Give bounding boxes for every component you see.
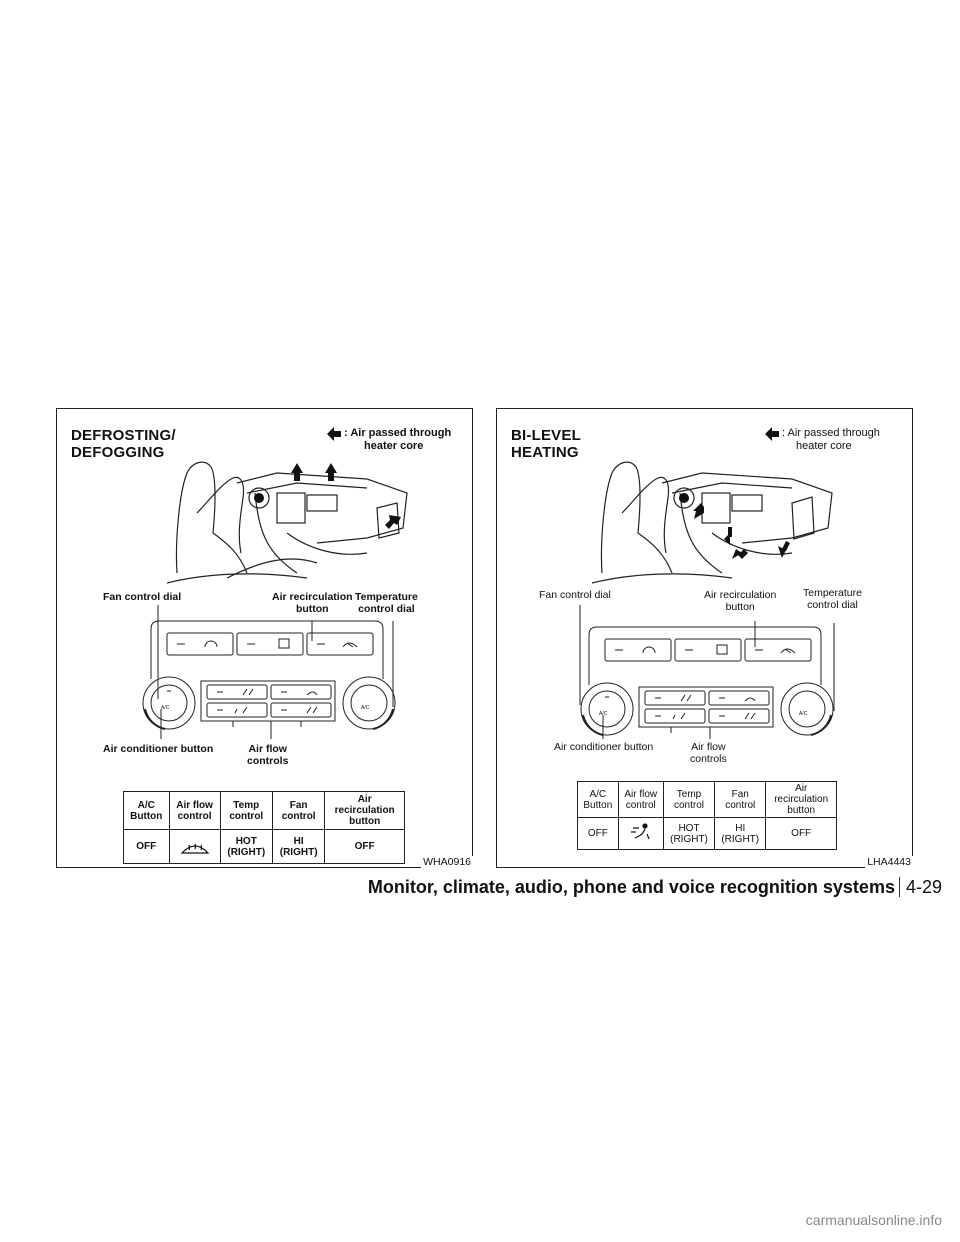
- bilevel-icon: [630, 823, 650, 840]
- cell-airflow: [168, 829, 221, 864]
- fan-control-dial-label: Fan control dial: [539, 589, 611, 601]
- air-conditioner-button-label: Air conditioner button: [554, 741, 654, 753]
- svg-text:A/C: A/C: [161, 705, 170, 711]
- figure-code: WHA0916: [421, 856, 473, 868]
- cell-airflow: [617, 817, 664, 850]
- figure-title: DEFROSTING/DEFOGGING: [71, 427, 176, 461]
- svg-text:A/C: A/C: [799, 711, 808, 717]
- legend: : Air passed through heater core: [765, 427, 880, 453]
- section-title: Monitor, climate, audio, phone and voice…: [367, 877, 895, 897]
- car-interior-illustration: [592, 461, 833, 584]
- cell-ac: OFF: [577, 817, 619, 850]
- figure-code: LHA4443: [865, 856, 913, 868]
- heated-air-arrow-icon: [765, 427, 779, 441]
- watermark: carmanualsonline.info: [805, 1212, 942, 1228]
- page-footer: Monitor, climate, audio, phone and voice…: [0, 877, 942, 898]
- cell-temp: HOT(RIGHT): [219, 829, 273, 864]
- climate-control-panel: A/C A/C: [142, 620, 396, 730]
- footer-divider: [898, 877, 900, 897]
- cell-ac: OFF: [123, 829, 170, 864]
- heated-air-arrow-icon: [327, 427, 341, 441]
- cell-fan: HI(RIGHT): [271, 829, 326, 864]
- climate-control-panel: A/C A/C: [580, 626, 834, 736]
- svg-text:A/C: A/C: [599, 711, 608, 717]
- leader-lines: [579, 605, 835, 739]
- legend: : Air passed through heater core: [327, 427, 451, 453]
- cell-recirc: OFF: [765, 817, 837, 850]
- air-conditioner-button-label: Air conditioner button: [103, 743, 214, 755]
- page-number: 4-29: [905, 877, 942, 897]
- figure-defrosting: DEFROSTING/DEFOGGING : Air passed throug…: [56, 408, 473, 868]
- car-interior-illustration: [167, 461, 408, 584]
- cell-temp: HOT(RIGHT): [662, 817, 716, 850]
- fan-control-dial-label: Fan control dial: [103, 591, 182, 603]
- svg-text:A/C: A/C: [361, 705, 370, 711]
- leader-lines: [157, 605, 394, 739]
- defrost-icon: [180, 843, 209, 854]
- cell-fan: HI(RIGHT): [714, 817, 767, 850]
- cell-recirc: OFF: [324, 829, 405, 864]
